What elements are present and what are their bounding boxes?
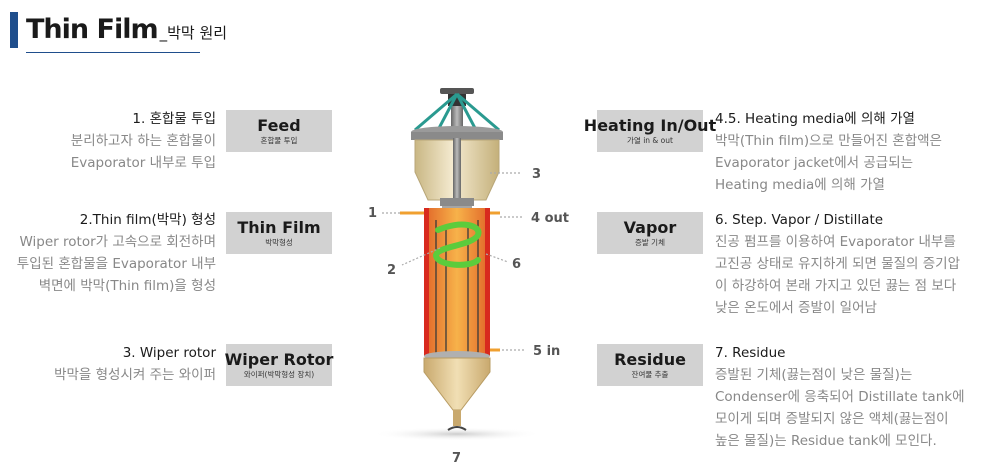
desc-thin-film-head: 2.Thin film(박막) 형성 (79, 212, 216, 228)
wiper-rotor-box-sub: 와이퍼(박막형성 장치) (243, 369, 315, 379)
heating-box-title: Heating In/Out (583, 115, 717, 135)
vapor-box-title: Vapor (623, 217, 677, 237)
residue-box-title: Residue (614, 349, 686, 369)
desc-feed-line: Evaporator 내부로 투입 (70, 155, 216, 171)
jacket-left-wall (424, 208, 429, 356)
desc-residue-line: 증발된 기체(끓는점이 낮은 물질)는 (715, 367, 913, 383)
desc-vapor-line: 낮은 온도에서 증발이 일어남 (715, 300, 877, 316)
heating-box-sub: 가열 in & out (627, 135, 673, 145)
jacket-right-wall (485, 208, 490, 356)
desc-thin-film-line: 벽면에 박막(Thin film)을 형성 (38, 278, 216, 294)
desc-heating-line: 박막(Thin film)으로 만들어진 혼합액은 (715, 133, 942, 149)
film-coil (432, 221, 482, 268)
heating-box: Heating In/Out 가열 in & out (584, 110, 716, 152)
title-underline (26, 52, 200, 53)
point-label-4: 4 out (531, 211, 569, 226)
desc-vapor-line: 고진공 상태로 유지하게 되면 물질의 증기압 (715, 256, 961, 272)
desc-heating-head: 4.5. Heating media에 의해 가열 (715, 111, 915, 127)
point-label-5: 5 in (533, 344, 560, 359)
page-title-sub: _박막 원리 (159, 24, 228, 42)
wiper-rotor-box: Wiper Rotor 와이퍼(박막형성 장치) (224, 344, 334, 386)
desc-residue-head: 7. Residue (715, 345, 786, 361)
point-label-2: 2 (387, 263, 396, 278)
thin-film-box: Thin Film 박막형성 (226, 212, 332, 254)
desc-thin-film: 2.Thin film(박막) 형성 Wiper rotor가 고속으로 회전하… (17, 209, 216, 297)
thin-film-box-title: Thin Film (237, 217, 321, 237)
desc-vapor-head: 6. Step. Vapor / Distillate (715, 212, 884, 228)
desc-wiper-rotor: 3. Wiper rotor 박막을 형성시켜 주는 와이퍼 (54, 342, 216, 386)
feed-box-sub: 혼합물 투입 (260, 135, 298, 145)
desc-thin-film-line: 투입된 혼합물을 Evaporator 내부 (16, 256, 216, 272)
residue-box-sub: 잔여물 추출 (631, 369, 669, 379)
wiper-rotor-box-title: Wiper Rotor (224, 349, 334, 369)
heating-nozzles (400, 211, 500, 352)
title-accent-bar (10, 12, 18, 48)
page-title-main: Thin Film (26, 14, 159, 45)
point-label-7: 7 (452, 451, 461, 466)
point-label-6: 6 (512, 257, 521, 272)
main-shaft (453, 138, 461, 206)
point-label-1: 1 (368, 206, 377, 221)
page-title: Thin Film_박막 원리 (26, 14, 227, 45)
evaporator-diagram: 1 3 4 out 2 6 5 in 7 (368, 88, 569, 466)
desc-wiper-rotor-head: 3. Wiper rotor (122, 345, 216, 361)
pointer-2 (401, 247, 441, 266)
desc-feed: 1. 혼합물 투입 분리하고자 하는 혼합물이 Evaporator 내부로 투… (71, 108, 216, 174)
desc-heating-line: Heating media에 의해 가열 (715, 177, 885, 193)
desc-feed-head: 1. 혼합물 투입 (132, 111, 216, 127)
support-frame (414, 92, 500, 132)
outlet-pipe (453, 410, 461, 426)
residue-box: Residue 잔여물 추출 (597, 344, 703, 386)
desc-residue: 7. Residue 증발된 기체(끓는점이 낮은 물질)는 Condenser… (715, 342, 965, 452)
desc-vapor-line: 이 하강하여 본래 가지고 있던 끓는 점 보다 (715, 278, 957, 294)
desc-vapor: 6. Step. Vapor / Distillate 진공 펌프를 이용하여 … (715, 209, 960, 319)
vapor-box-sub: 증발 기체 (635, 237, 665, 247)
feed-box: Feed 혼합물 투입 (226, 110, 332, 152)
desc-residue-line: 모이게 되며 증발되지 않은 액체(끓는점이 (715, 411, 949, 427)
desc-residue-line: 높은 물질)는 Residue tank에 모인다. (715, 433, 937, 449)
desc-thin-film-line: Wiper rotor가 고속으로 회전하며 (19, 234, 217, 250)
desc-wiper-rotor-line: 박막을 형성시켜 주는 와이퍼 (54, 367, 216, 383)
vapor-box: Vapor 증발 기체 (597, 212, 703, 254)
point-label-3: 3 (532, 167, 541, 182)
desc-vapor-line: 진공 펌프를 이용하여 Evaporator 내부를 (715, 234, 956, 250)
thin-film-box-sub: 박막형성 (265, 237, 293, 247)
desc-feed-line: 분리하고자 하는 혼합물이 (70, 133, 216, 149)
feed-box-title: Feed (257, 115, 301, 135)
bottom-cone (423, 357, 491, 411)
desc-heating-line: Evaporator jacket에서 공급되는 (715, 155, 914, 171)
desc-residue-line: Condenser에 응축되어 Distillate tank에 (715, 389, 965, 405)
ground-shadow (372, 427, 542, 441)
outlet-cap (447, 426, 467, 431)
desc-heating: 4.5. Heating media에 의해 가열 박막(Thin film)으… (715, 108, 942, 196)
